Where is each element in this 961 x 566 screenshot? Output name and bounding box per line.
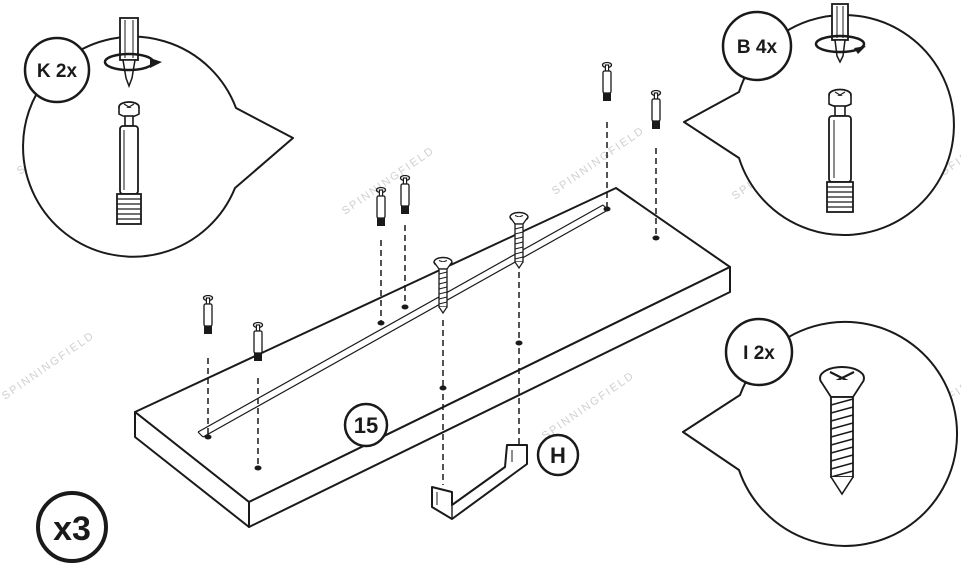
- callout-b: B 4x: [683, 3, 955, 236]
- handle-h: [431, 444, 528, 520]
- k-quantity-label: K 2x: [37, 61, 78, 82]
- rotate-arrow-icon: [814, 34, 866, 54]
- cam-dowel-b: [826, 88, 854, 213]
- handle-letter: H: [550, 443, 566, 468]
- drill-holes: [204, 206, 660, 471]
- watermark-text: SPINNINGFIELD: [550, 124, 647, 197]
- i-quantity-label: I 2x: [743, 343, 775, 364]
- panel-number: 15: [354, 413, 378, 438]
- guide-lines: [207, 122, 657, 485]
- callout-i: I 2x: [682, 317, 959, 547]
- cam-bolt-k: [116, 101, 142, 225]
- screwdriver-icon: [119, 17, 139, 89]
- rotate-arrow-icon: [103, 52, 162, 72]
- quantity-label: x3: [53, 510, 91, 548]
- handle-letter-badge: H: [536, 433, 580, 477]
- watermark-text: SPINNINGFIELD: [0, 329, 97, 402]
- panel-board: [134, 187, 731, 528]
- watermark-text: SPINNINGFIELD: [340, 144, 437, 217]
- panel-number-badge: 15: [343, 402, 389, 448]
- watermark-text: SPINNINGFIELD: [540, 369, 637, 442]
- quantity-badge: x3: [36, 491, 108, 563]
- wood-screw-i: [819, 366, 865, 496]
- callout-k: K 2x: [22, 17, 294, 258]
- b-quantity-label: B 4x: [737, 37, 778, 58]
